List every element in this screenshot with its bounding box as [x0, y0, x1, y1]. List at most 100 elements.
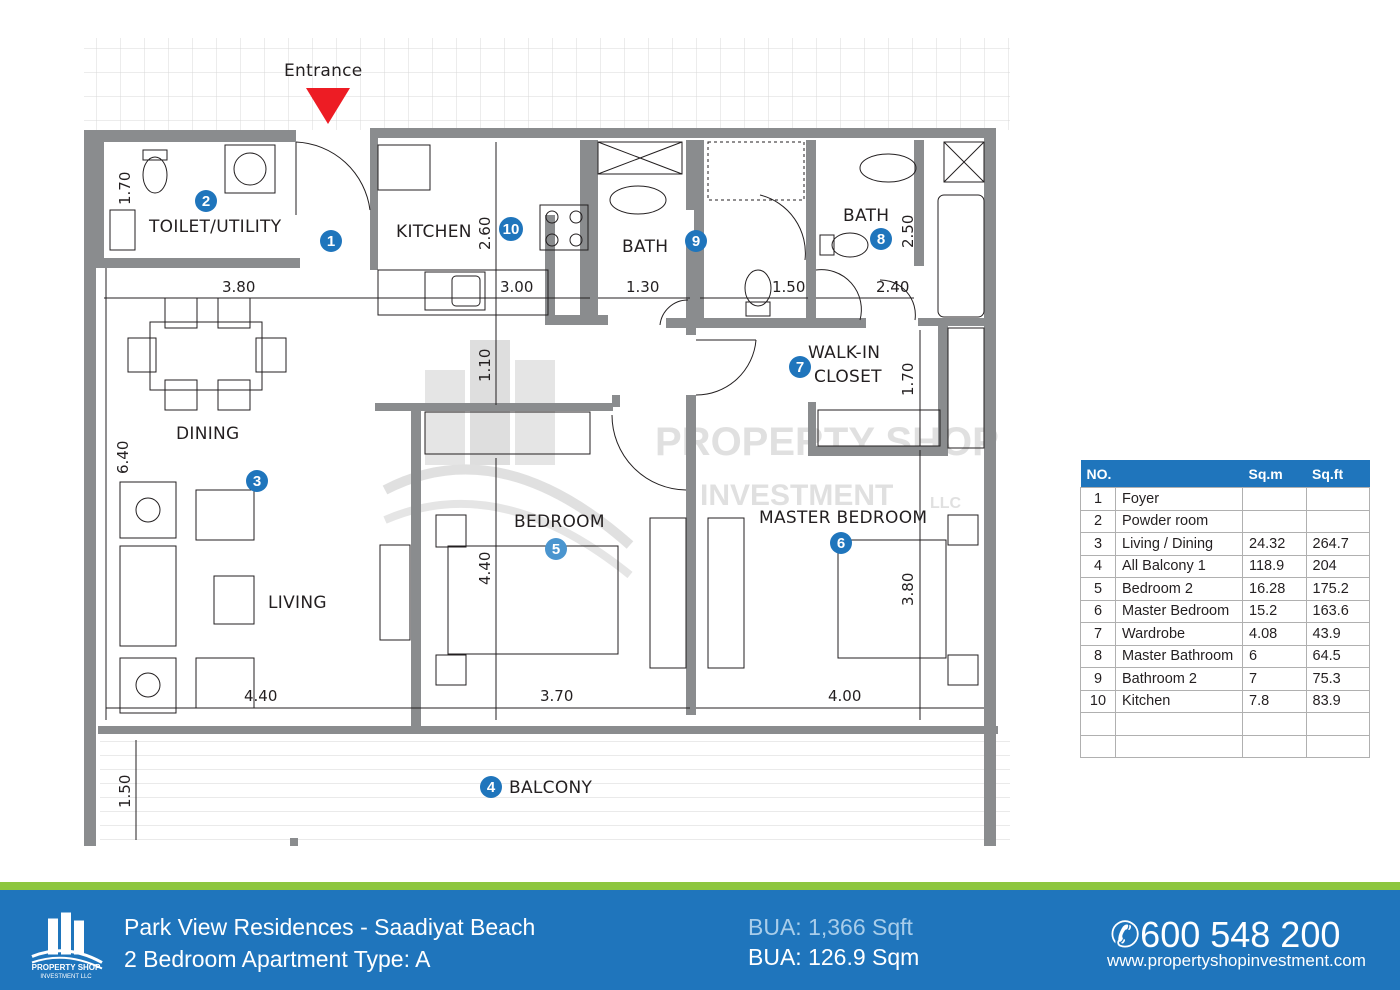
cell-no: 4 [1080, 554, 1116, 578]
cell-sqft: 163.6 [1305, 599, 1370, 623]
cell-sqft: 64.5 [1305, 644, 1370, 668]
cell-no: 5 [1080, 577, 1116, 601]
svg-text:5: 5 [552, 541, 560, 558]
marker-7: 7 [789, 356, 811, 378]
room-label-living: LIVING [268, 593, 327, 613]
dim-toilet-height: 1.70 [116, 172, 134, 205]
cell-no: 9 [1080, 667, 1116, 691]
cell-sqft: 83.9 [1305, 689, 1370, 713]
room-label-kitchen: KITCHEN [396, 222, 472, 242]
entrance-arrow [306, 88, 350, 124]
cell-no: 2 [1080, 509, 1116, 533]
header-name [1115, 460, 1243, 488]
dim-living-height: 6.40 [114, 441, 132, 474]
dim-bath9-width: 1.30 [626, 278, 659, 296]
marker-1: 1 [320, 230, 342, 252]
phone-number[interactable]: ✆600 548 200 [1110, 914, 1340, 956]
exterior-grid [84, 38, 1010, 130]
marker-8: 8 [870, 228, 892, 250]
phone-icon: ✆ [1110, 914, 1141, 955]
cell-name: Living / Dining [1115, 532, 1243, 556]
dim-bedroom-width: 3.70 [540, 687, 573, 705]
marker-10: 10 [499, 217, 523, 241]
room-label-closet: CLOSET [814, 367, 882, 387]
table-header-row: NO. Sq.m Sq.ft [1080, 460, 1370, 488]
cell-sqft: 75.3 [1305, 667, 1370, 691]
cell-sqm [1242, 712, 1307, 736]
footer-bar: PROPERTY SHOP INVESTMENT LLC Park View R… [0, 890, 1400, 990]
dim-living-width-2: 4.40 [244, 687, 277, 705]
svg-text:1: 1 [327, 233, 335, 250]
cell-sqm: 7 [1242, 667, 1307, 691]
room-label-walk-in: WALK-IN [808, 343, 880, 363]
svg-text:6: 6 [837, 535, 845, 552]
website-link[interactable]: www.propertyshopinvestment.com [1107, 951, 1366, 970]
balcony-decking [100, 738, 1010, 846]
entrance-label: Entrance [284, 61, 363, 81]
cell-sqft: 204 [1305, 554, 1370, 578]
dimension-labels: 1.70 3.80 2.60 3.00 1.30 1.50 2.50 2.40 … [114, 172, 917, 808]
room-label-toilet-utility: TOILET/UTILITY [148, 217, 282, 237]
cell-no [1080, 712, 1116, 736]
bua-sqm: BUA: 126.9 Sqm [748, 944, 920, 970]
cell-name [1115, 734, 1243, 758]
cell-name: Master Bedroom [1115, 599, 1243, 623]
floor-plan: PROPERTY SHOP INVESTMENT LLC [84, 38, 1010, 846]
marker-5: 5 [545, 538, 567, 560]
room-number-markers: 2 1 10 9 8 7 3 5 6 4 [195, 190, 892, 798]
watermark-text-2: INVESTMENT [700, 479, 893, 512]
property-shop-logo [31, 912, 103, 970]
dim-balcony-height: 1.50 [116, 775, 134, 808]
cell-name: Bathroom 2 [1115, 667, 1243, 691]
project-title: Park View Residences - Saadiyat Beach [124, 914, 536, 940]
cell-sqft [1305, 712, 1370, 736]
header-sqft: Sq.ft [1306, 460, 1370, 488]
cell-no: 6 [1080, 599, 1116, 623]
cell-name: Master Bathroom [1115, 644, 1243, 668]
dim-bath-mid-width: 1.50 [772, 278, 805, 296]
cell-sqft [1305, 509, 1370, 533]
cell-no: 8 [1080, 644, 1116, 668]
dim-master-height: 3.80 [899, 573, 917, 606]
table-row [1080, 712, 1370, 736]
logo-text-2: INVESTMENT LLC [40, 974, 92, 980]
cell-name: All Balcony 1 [1115, 554, 1243, 578]
svg-text:9: 9 [692, 233, 700, 250]
svg-text:4: 4 [487, 779, 496, 796]
cell-sqm: 6 [1242, 644, 1307, 668]
cell-sqm: 4.08 [1242, 622, 1307, 646]
dim-hall-height: 1.10 [476, 349, 494, 382]
cell-name: Powder room [1115, 509, 1243, 533]
cell-name: Bedroom 2 [1115, 577, 1243, 601]
apartment-type: 2 Bedroom Apartment Type: A [124, 946, 431, 972]
dim-living-width: 3.80 [222, 278, 255, 296]
dim-bath8-height: 2.50 [899, 215, 917, 248]
cell-sqft [1305, 734, 1370, 758]
cell-name [1115, 712, 1243, 736]
cell-no: 10 [1080, 689, 1116, 713]
room-label-bedroom: BEDROOM [514, 512, 605, 532]
dim-bedroom-height: 4.40 [476, 552, 494, 585]
cell-name: Wardrobe [1115, 622, 1243, 646]
room-label-bath-8: BATH [843, 206, 889, 226]
svg-text:10: 10 [503, 221, 520, 238]
marker-3: 3 [246, 470, 268, 492]
cell-sqft: 43.9 [1305, 622, 1370, 646]
cell-sqm [1242, 487, 1307, 511]
room-label-dining: DINING [176, 424, 240, 444]
marker-2: 2 [195, 190, 217, 212]
room-label-balcony: BALCONY [509, 778, 593, 798]
marker-6: 6 [830, 532, 852, 554]
cell-sqm [1242, 734, 1307, 758]
header-no: NO. [1080, 460, 1116, 488]
svg-text:3: 3 [253, 473, 261, 490]
door-swings [295, 141, 916, 491]
